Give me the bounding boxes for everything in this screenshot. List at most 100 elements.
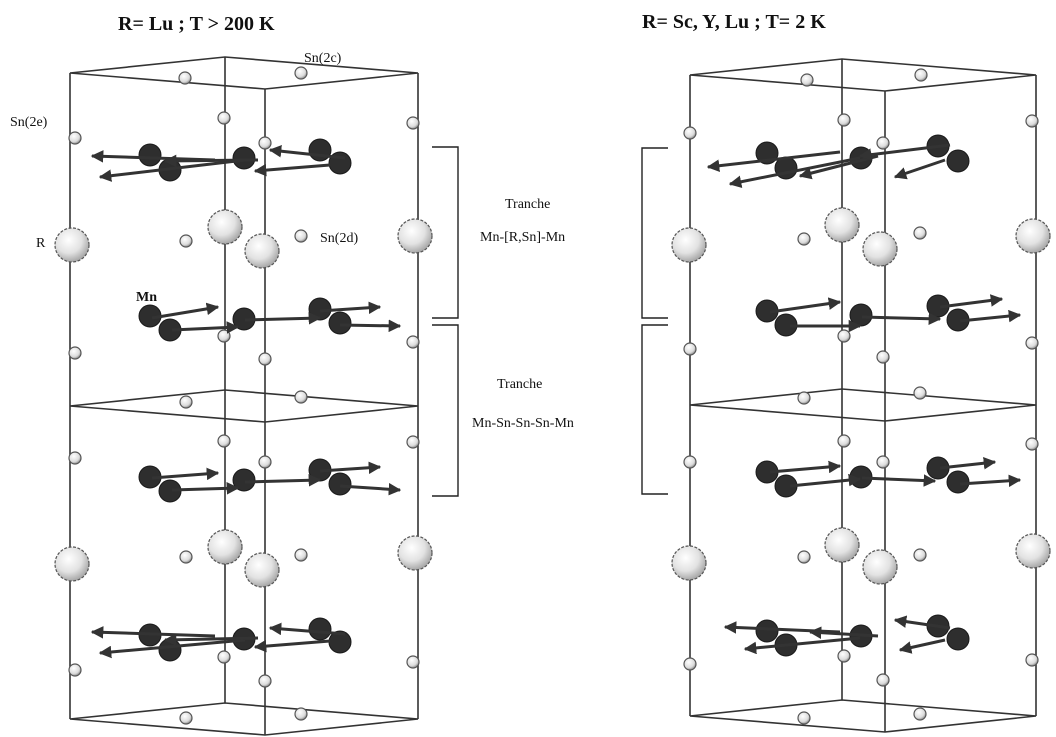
moment-arrow xyxy=(151,302,220,320)
r-label: R xyxy=(36,236,46,251)
moment-arrow xyxy=(808,626,879,639)
moment-arrow xyxy=(319,461,382,475)
moment-arrow xyxy=(253,639,331,653)
upper-slice-name: Mn-[R,Sn]-Mn xyxy=(480,230,565,245)
cell-plane xyxy=(69,56,419,90)
moment-arrow xyxy=(151,467,220,481)
sn-atom xyxy=(797,391,811,405)
sn-atom xyxy=(179,395,193,409)
r-atom xyxy=(862,549,898,585)
sn-atom xyxy=(683,342,697,356)
mn-atom xyxy=(946,149,970,173)
magnetic-moments xyxy=(90,143,1022,659)
moment-arrow xyxy=(244,474,322,487)
sn-atom xyxy=(406,335,420,349)
r-atom xyxy=(207,529,243,565)
sn-atom xyxy=(406,655,420,669)
moment-arrow xyxy=(743,636,861,655)
moment-arrow xyxy=(319,301,382,315)
r-atom xyxy=(671,545,707,581)
sn-atom xyxy=(837,434,851,448)
moment-arrow xyxy=(939,456,997,470)
moment-arrow xyxy=(90,626,216,639)
mn-atom xyxy=(308,617,332,641)
cell-plane xyxy=(689,388,1037,422)
mn-atom xyxy=(946,627,970,651)
upper-slice-bracket-left-panel xyxy=(432,146,459,319)
r-atom xyxy=(54,227,90,263)
sn-atom xyxy=(178,71,192,85)
sn-atom xyxy=(1025,114,1039,128)
moment-arrow xyxy=(959,474,1022,488)
moment-arrow xyxy=(268,622,346,636)
mn-atom xyxy=(849,303,873,327)
sn-atom xyxy=(876,455,890,469)
sn-atom xyxy=(837,329,851,343)
sn-atom xyxy=(1025,437,1039,451)
sn-atom xyxy=(217,111,231,125)
moment-arrow xyxy=(939,294,1004,309)
sn-atom xyxy=(406,435,420,449)
sn-atom xyxy=(294,548,308,562)
moment-arrow xyxy=(769,460,842,474)
sn2c-label: Sn(2c) xyxy=(304,51,342,66)
sn-atom xyxy=(179,234,193,248)
r-atom xyxy=(1015,533,1051,569)
sn-atom xyxy=(294,66,308,80)
sn-atom xyxy=(68,663,82,677)
sn-atom xyxy=(258,455,272,469)
sn-atom xyxy=(1025,336,1039,350)
sn-atom xyxy=(913,548,927,562)
sn-atom xyxy=(913,707,927,721)
left-unit-cell xyxy=(69,56,419,736)
sn-atom xyxy=(217,329,231,343)
r-atom xyxy=(862,231,898,267)
mn-atom xyxy=(328,472,352,496)
sn-atom xyxy=(837,649,851,663)
right-panel-title: R= Sc, Y, Lu ; T= 2 K xyxy=(642,11,826,33)
r-atom xyxy=(397,535,433,571)
sn-atom xyxy=(800,73,814,87)
mn-atom xyxy=(138,143,162,167)
upper-slice-bracket-right-panel xyxy=(641,147,668,319)
sn-atom xyxy=(294,707,308,721)
sn-atom xyxy=(797,232,811,246)
moment-arrow xyxy=(253,163,331,177)
sn-atom xyxy=(797,550,811,564)
r-atom xyxy=(824,207,860,243)
sn-atom xyxy=(68,451,82,465)
left-atoms xyxy=(54,66,433,725)
sn-atom xyxy=(217,434,231,448)
moment-arrow xyxy=(861,312,942,326)
cell-plane xyxy=(69,702,419,736)
sn-atom xyxy=(876,350,890,364)
moment-arrow xyxy=(898,638,946,654)
sn-atom xyxy=(294,390,308,404)
sn-atom xyxy=(683,657,697,671)
sn-atom xyxy=(914,68,928,82)
lower-slice-bracket-left-panel xyxy=(432,324,459,497)
sn-atom xyxy=(68,131,82,145)
moment-arrow xyxy=(893,158,946,180)
moment-arrow xyxy=(163,154,259,168)
mn-atom xyxy=(232,146,256,170)
sn-atom xyxy=(683,126,697,140)
sn-atom xyxy=(1025,653,1039,667)
sn2e-label: Sn(2e) xyxy=(10,115,48,130)
sn2d-label: Sn(2d) xyxy=(320,231,358,246)
sn-atom xyxy=(837,113,851,127)
moment-arrow xyxy=(98,158,246,182)
mn-atom xyxy=(946,470,970,494)
sn-atom xyxy=(258,136,272,150)
r-atom xyxy=(1015,218,1051,254)
lower-slice-bracket-right-panel xyxy=(641,324,668,495)
sn-atom xyxy=(683,455,697,469)
moment-arrow xyxy=(171,321,240,334)
r-atom xyxy=(244,552,280,588)
cell-plane xyxy=(689,699,1037,733)
moment-arrow xyxy=(339,319,402,333)
sn-atom xyxy=(179,711,193,725)
sn-atom xyxy=(876,136,890,150)
sn-atom xyxy=(406,116,420,130)
